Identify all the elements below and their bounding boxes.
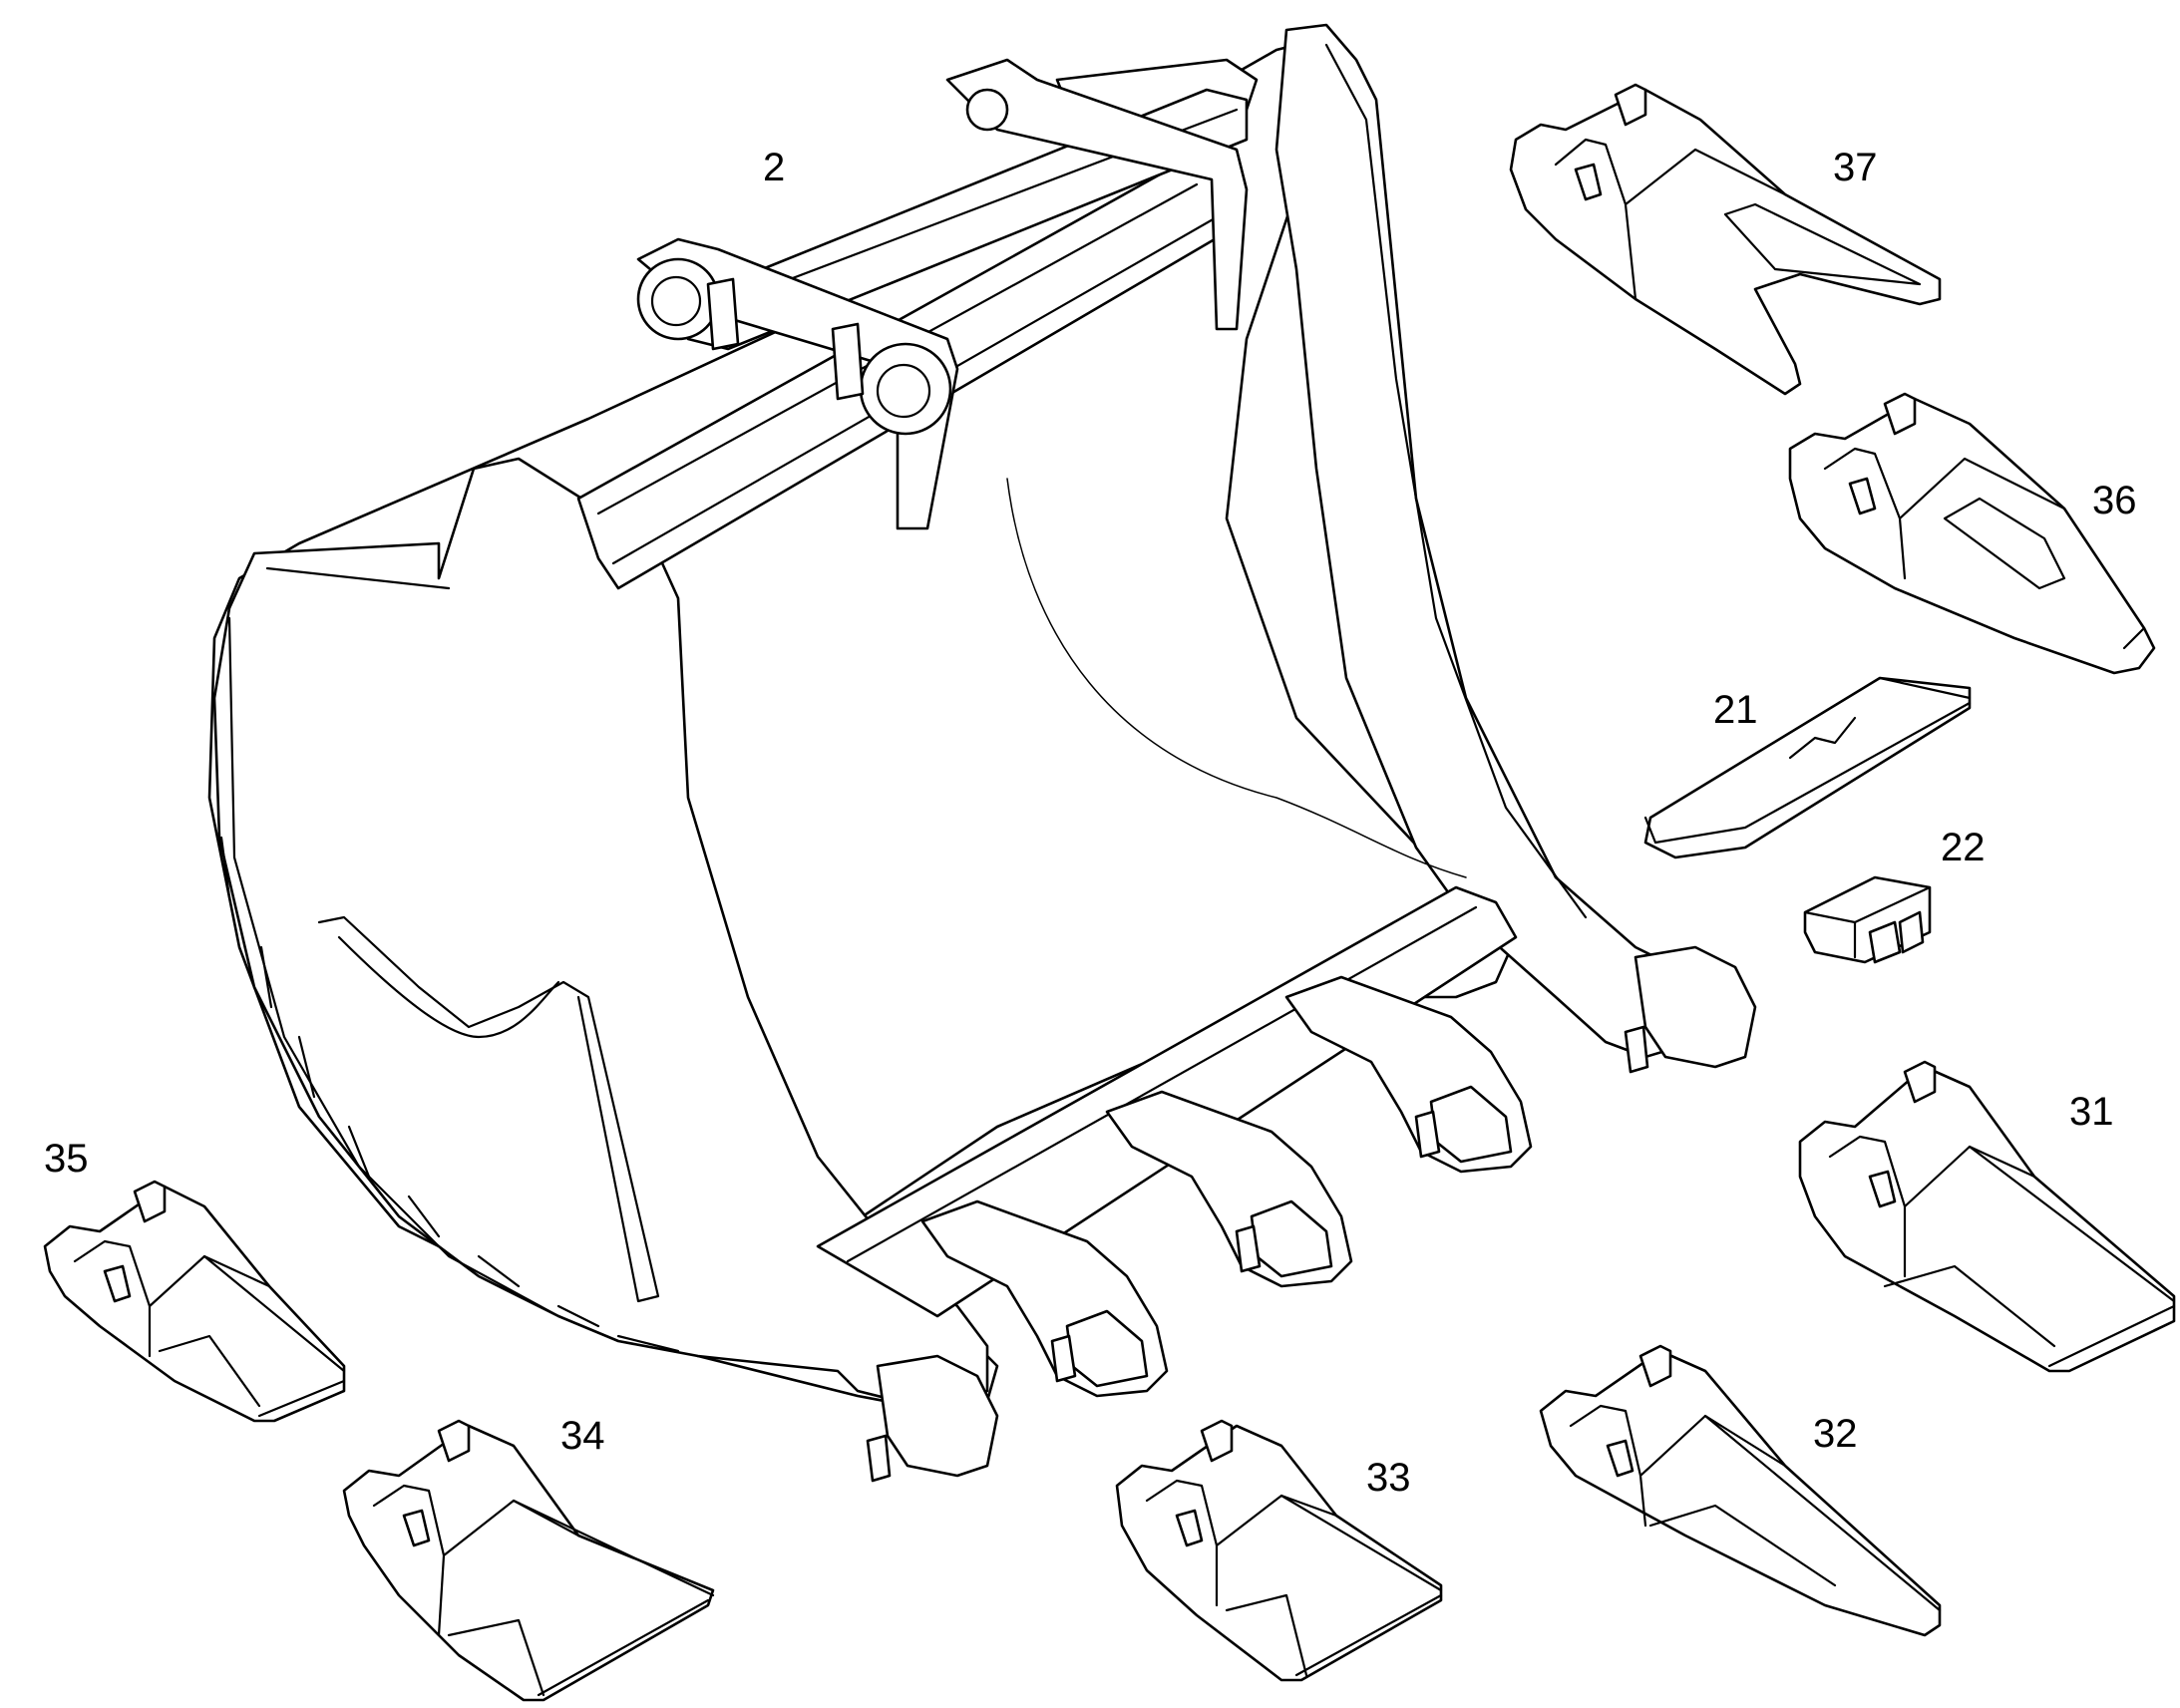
bucket-adapter-1 xyxy=(920,1199,1169,1398)
callout-tooth-36: 36 xyxy=(2092,479,2137,522)
bucket-cutting-edge-line xyxy=(846,905,1478,1263)
bucket-front-lug-bracket xyxy=(831,322,865,401)
callout-tooth-34: 34 xyxy=(560,1414,605,1458)
tooth-37-drawing xyxy=(1509,83,1942,396)
bucket-adapter-2 xyxy=(1105,1090,1353,1288)
bucket-side-wear-rib xyxy=(317,915,660,1303)
callout-tooth-35: 35 xyxy=(44,1137,89,1181)
bucket-front-pin-hole xyxy=(859,342,952,436)
bucket-side-edge-strips xyxy=(219,836,680,1353)
bucket-corner-adapter-left xyxy=(866,1354,999,1483)
tooth-32-drawing xyxy=(1539,1344,1942,1637)
bucket-left-lug-bracket xyxy=(706,277,740,351)
tooth-31-drawing xyxy=(1798,1060,2176,1373)
bucket-adapter-3 xyxy=(1284,975,1533,1174)
bucket-right-lug xyxy=(945,58,1249,331)
bucket-interior-curve xyxy=(1006,478,1467,878)
bucket-right-side-plate-inner xyxy=(1324,43,1588,919)
callout-tooth-33: 33 xyxy=(1366,1456,1411,1500)
callout-pin-21: 21 xyxy=(1713,688,1758,732)
bucket-side-rib-curve xyxy=(337,935,560,1039)
tooth-33-drawing xyxy=(1115,1419,1443,1682)
callout-tooth-32: 32 xyxy=(1813,1412,1858,1456)
callout-tooth-37: 37 xyxy=(1833,146,1878,189)
callout-tooth-31: 31 xyxy=(2069,1090,2114,1134)
callout-bucket: 2 xyxy=(763,146,786,189)
bucket-side-plate-inner-edge xyxy=(227,566,560,1318)
bucket-rear-lug-hole xyxy=(965,88,1009,132)
pin-21-drawing xyxy=(1643,676,1972,859)
bucket-assembly xyxy=(207,23,1757,1483)
retainer-22-drawing xyxy=(1803,875,1932,964)
tooth-36-drawing xyxy=(1788,392,2156,675)
bucket-left-lug-pin-hole xyxy=(636,257,720,341)
tooth-35-drawing xyxy=(43,1180,346,1423)
bucket-left-lug-pin-inner xyxy=(650,275,702,327)
bucket-front-pin-inner xyxy=(876,363,931,419)
bucket-corner-adapter-right xyxy=(1624,945,1757,1074)
callout-retainer-22: 22 xyxy=(1941,826,1986,869)
tooth-34-drawing xyxy=(342,1419,715,1702)
